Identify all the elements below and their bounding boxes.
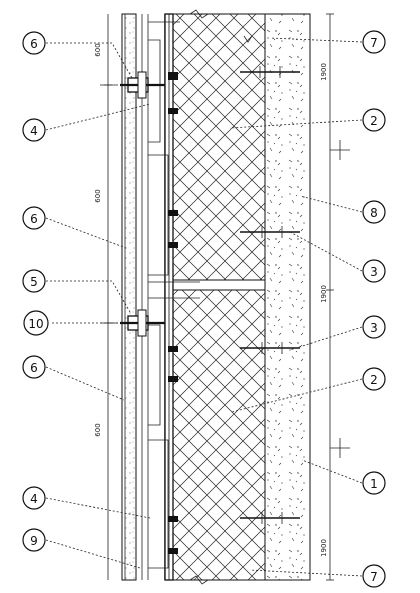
dim-left-mid: 600	[94, 189, 102, 202]
callout-6-mid: 6	[22, 206, 46, 230]
keel-fixings	[168, 72, 178, 554]
callout-8: 8	[362, 200, 386, 224]
svg-text:1: 1	[370, 477, 378, 491]
callout-2-bottom: 2	[362, 367, 386, 391]
svg-text:9: 9	[30, 534, 38, 548]
connector-bracket-top	[100, 71, 165, 99]
vertical-keel	[164, 13, 174, 581]
svg-text:7: 7	[370, 570, 378, 584]
svg-text:3: 3	[370, 265, 378, 279]
callout-10: 10	[23, 310, 49, 336]
callout-6-top: 6	[22, 31, 46, 55]
sub-frame-outline	[148, 21, 200, 569]
dim-right-bottom: 1900	[320, 539, 328, 557]
svg-text:7: 7	[370, 36, 378, 50]
callout-1: 1	[362, 471, 386, 495]
insulation-board	[172, 13, 266, 581]
svg-text:8: 8	[370, 206, 378, 220]
svg-text:2: 2	[370, 373, 378, 387]
dim-right-mid: 1900	[320, 285, 328, 303]
callout-9: 9	[22, 528, 46, 552]
callout-2-top: 2	[362, 108, 386, 132]
stone-cladding	[121, 13, 137, 581]
svg-text:10: 10	[28, 317, 43, 331]
svg-text:6: 6	[30, 212, 38, 226]
svg-text:4: 4	[30, 124, 38, 138]
svg-text:6: 6	[30, 37, 38, 51]
svg-text:3: 3	[370, 321, 378, 335]
callout-3-top: 3	[362, 259, 386, 283]
leader-lines	[45, 37, 363, 577]
svg-text:6: 6	[30, 361, 38, 375]
connector-bracket-bottom	[100, 309, 165, 337]
callout-7-bottom: 7	[362, 564, 386, 588]
callout-4-bottom: 4	[22, 486, 46, 510]
callout-5: 5	[22, 269, 46, 293]
svg-text:2: 2	[370, 114, 378, 128]
air-gap-lines	[141, 14, 166, 580]
dim-left-bottom: 600	[94, 423, 102, 436]
callout-4-top: 4	[22, 118, 46, 142]
dimension-lines	[104, 13, 334, 581]
callout-6-bottom: 6	[22, 355, 46, 379]
svg-text:4: 4	[30, 492, 38, 506]
callout-3-bottom: 3	[362, 315, 386, 339]
dim-left-top: 600	[94, 43, 102, 56]
base-wall	[264, 13, 311, 581]
dim-right-top: 1900	[320, 63, 328, 81]
svg-text:5: 5	[30, 275, 38, 289]
break-lines	[189, 9, 350, 585]
callout-7-top: 7	[362, 30, 386, 54]
